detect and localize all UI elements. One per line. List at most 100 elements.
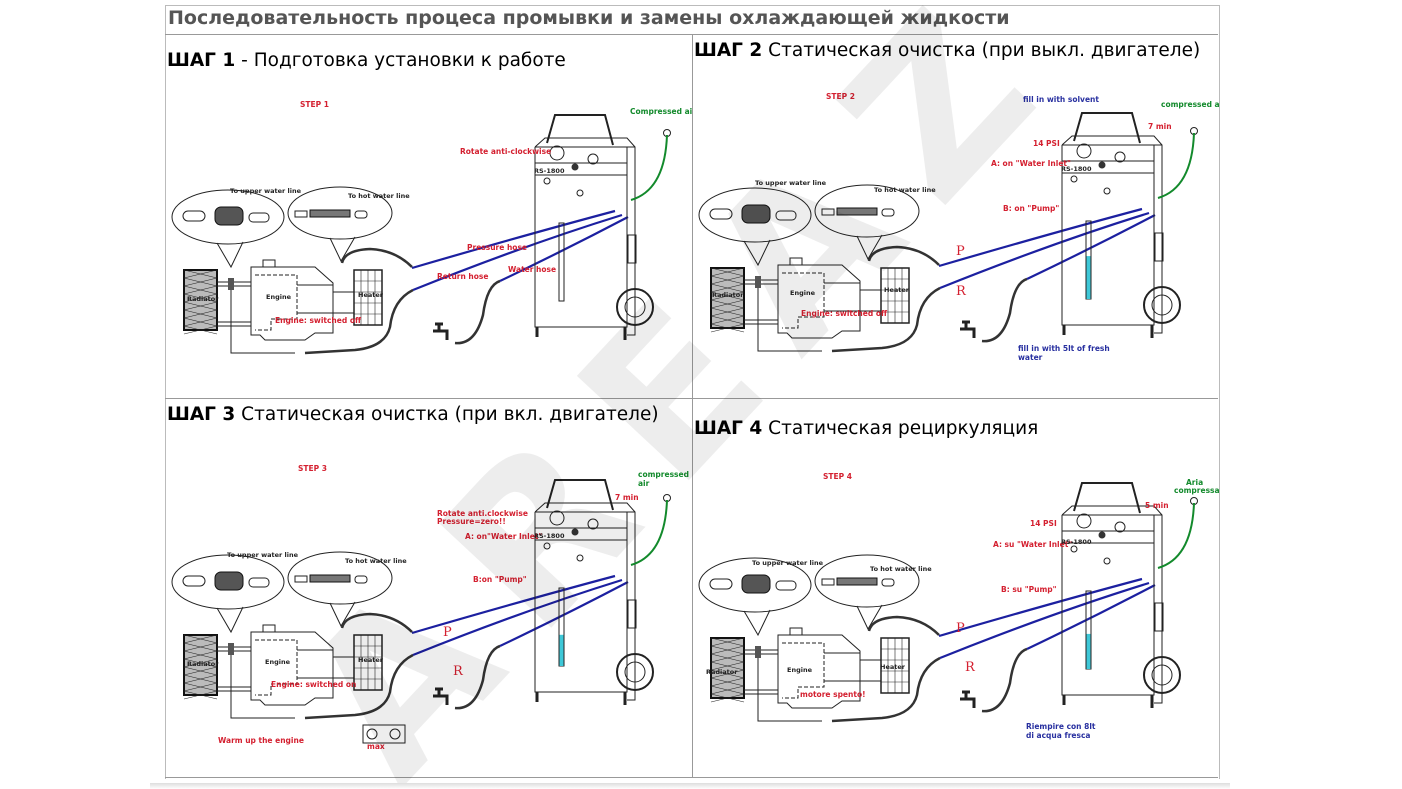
fluid-level	[1086, 633, 1091, 669]
valve-b	[576, 554, 584, 562]
hose-end	[775, 210, 797, 221]
step-heading: ШАГ 3 Статическая очистка (при вкл. двиг…	[167, 404, 659, 425]
diagram-label: STEP 4	[823, 472, 852, 481]
machine-handle	[546, 114, 614, 146]
flushing-machine	[534, 502, 636, 701]
diagram-label: Heater	[880, 663, 906, 671]
valve-a	[1070, 545, 1078, 553]
valve-b	[1103, 187, 1111, 195]
engine-cap	[262, 624, 276, 633]
engine-outline	[255, 639, 298, 696]
pressure-regulator-knob	[571, 528, 579, 536]
radiator-mesh	[183, 301, 218, 311]
compressed-air-hose	[1157, 132, 1195, 199]
hose-end	[294, 210, 308, 218]
hose-end	[182, 575, 206, 587]
divider	[692, 34, 693, 778]
gauge-max	[366, 728, 378, 740]
diagram-label: Riempire con 8lt	[1026, 722, 1096, 731]
radiator-mesh	[710, 661, 745, 671]
pressure-gauge	[1076, 513, 1092, 529]
radiator-mesh	[710, 637, 745, 647]
radiator-icon	[710, 267, 745, 329]
pressure-hose-end	[867, 245, 940, 266]
diagram-label: Engine	[787, 666, 813, 674]
diagram-label: STEP 1	[300, 100, 329, 109]
diagram-label: RS-1800	[534, 532, 565, 540]
tee-fitting	[228, 278, 234, 290]
diagram-label: 5 min	[1145, 501, 1169, 510]
diagram-label: Heater	[358, 291, 384, 299]
water-tap-icon	[960, 690, 976, 708]
return-line	[230, 290, 295, 354]
wheel-hub	[624, 661, 646, 683]
tee-fitting	[755, 646, 761, 658]
quick-coupler	[214, 571, 244, 591]
wheel-icon	[616, 653, 654, 691]
tee-fitting	[836, 207, 878, 216]
radiator-mesh	[710, 315, 745, 325]
diagram-label: fill in with 5lt of fresh	[1018, 344, 1110, 353]
return-line	[757, 658, 822, 722]
flushing-machine	[534, 137, 636, 336]
diagram-label: fill in with solvent	[1023, 95, 1099, 104]
water-hose-end	[981, 277, 1028, 343]
diagram-label: RS-1800	[1061, 165, 1092, 173]
diagram-label: 7 min	[1148, 122, 1172, 131]
quick-coupler	[741, 204, 771, 224]
filter-canister	[627, 599, 637, 629]
radiator-mesh	[710, 653, 745, 663]
callout-pointer	[856, 234, 883, 261]
page-edge-shadow	[150, 783, 1230, 789]
diagram-label: Engine	[790, 289, 816, 297]
diagram-label: Warm up the engine	[218, 736, 304, 745]
divider	[165, 777, 1218, 778]
hose-end	[881, 208, 895, 217]
diagram-label: Rotate anti-clockwise	[460, 147, 551, 156]
diagram-label: compressed air	[1161, 100, 1219, 109]
tee-fitting	[309, 574, 351, 583]
water-hose-end	[454, 279, 501, 345]
document-frame	[165, 5, 1220, 779]
hot-water-line-callout	[814, 554, 920, 608]
diagram-label: B: on "Pump"	[1003, 204, 1059, 213]
diagram-label: Radiator	[187, 295, 219, 303]
diagram-label: A: on"Water Inlet"	[465, 532, 542, 541]
diagram-label: To upper water line	[227, 551, 299, 559]
hose-end	[709, 208, 733, 220]
hose-end	[775, 580, 797, 591]
wheel-icon	[1143, 286, 1181, 324]
pressure-hose	[938, 577, 1143, 638]
diagram-label: To upper water line	[755, 179, 827, 187]
coolant-pipe	[297, 284, 354, 314]
engine-cap	[262, 259, 276, 268]
water-hose-end	[981, 647, 1028, 713]
water-tap-icon	[433, 322, 449, 340]
hose-end	[248, 212, 270, 223]
diagram-label: To upper water line	[752, 559, 824, 567]
water-hose-end	[454, 644, 501, 710]
engine-icon	[777, 634, 861, 709]
coolant-pipe	[297, 649, 354, 679]
pressure-gauge	[1076, 143, 1092, 159]
radiator-mesh	[183, 682, 218, 692]
wheel-hub	[1151, 294, 1173, 316]
diagram-label: Radiator	[187, 660, 219, 668]
diagram-label: R	[453, 664, 464, 679]
diagram-label: compressa	[1174, 486, 1219, 495]
engine-icon	[250, 631, 334, 706]
return-hose	[412, 213, 623, 292]
radiator-mesh	[710, 645, 745, 655]
hot-water-line-callout	[814, 184, 920, 238]
machine-handle	[1073, 482, 1141, 514]
pressure-hose-end	[867, 615, 940, 636]
wheel-hub	[1151, 664, 1173, 686]
radiator-mesh	[183, 674, 218, 684]
quick-coupler	[741, 574, 771, 594]
engine-outline	[255, 274, 298, 331]
radiator-mesh	[183, 317, 218, 327]
compressed-air-hose	[1157, 502, 1195, 569]
radiator-mesh	[710, 283, 745, 293]
radiator-mesh	[710, 307, 745, 317]
